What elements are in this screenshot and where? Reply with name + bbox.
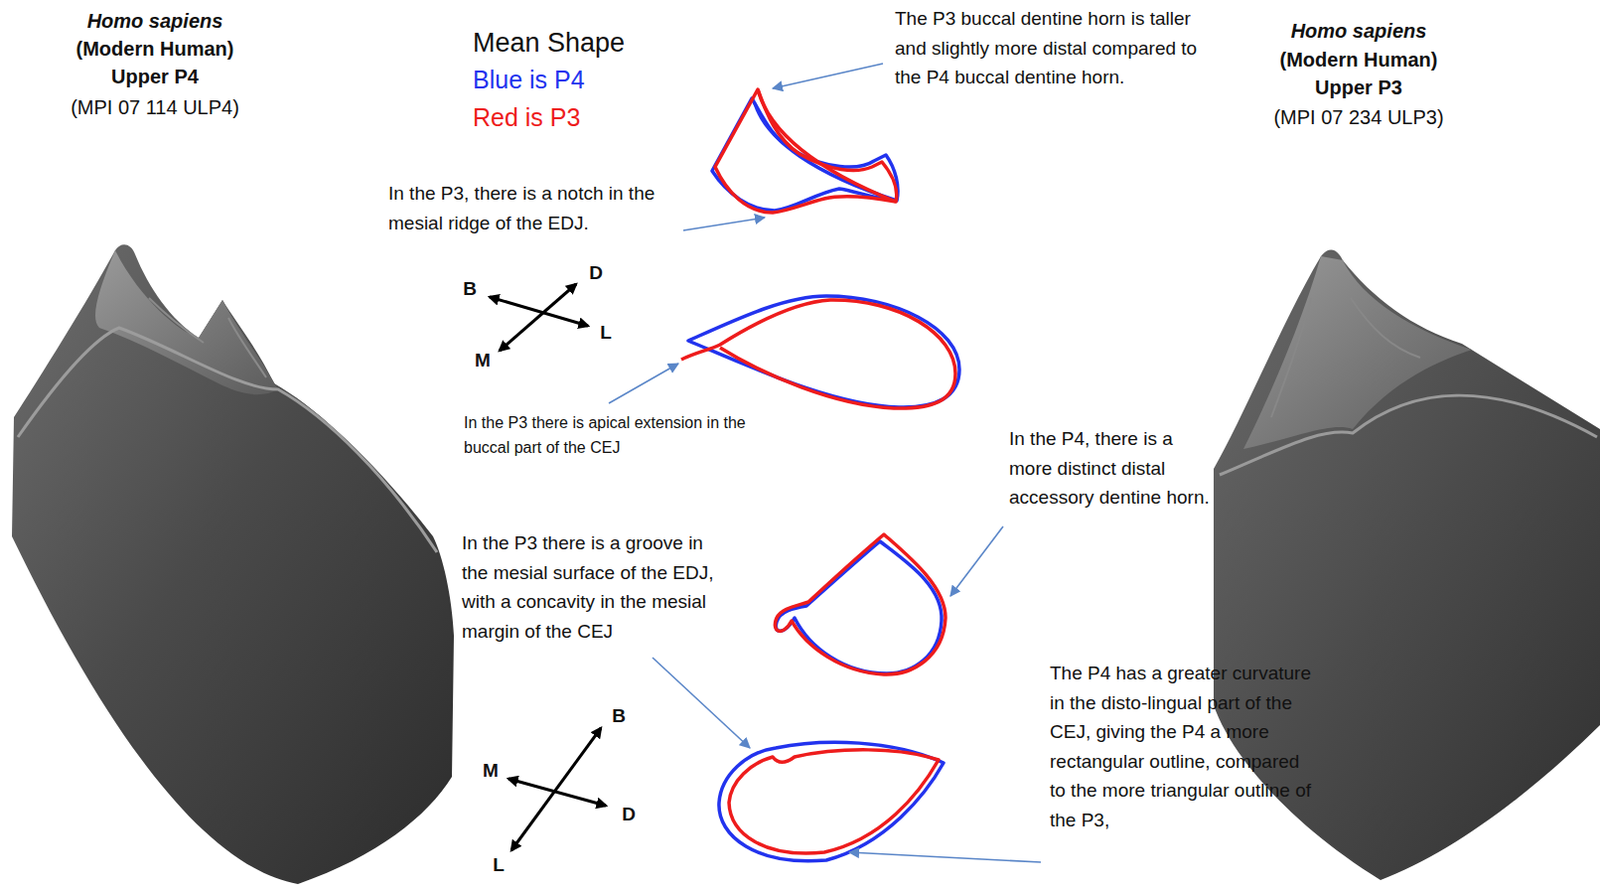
occlusal-surface: [95, 250, 279, 395]
leader-line: [849, 852, 1041, 863]
occlusal-surface: [1243, 256, 1472, 449]
annotation-note: In the P3 there is a groove in the mesia…: [461, 528, 728, 646]
species-common-name: (Modern Human): [1199, 46, 1518, 73]
ridge: [148, 297, 267, 378]
annotation-note: The P3 buccal dentine horn is taller and…: [894, 3, 1211, 93]
leader-line: [950, 526, 1004, 596]
tooth-render: [11, 244, 454, 884]
annotation-note: The P4 has a greater curvature in the di…: [1049, 658, 1316, 835]
enamel-edge: [17, 327, 437, 553]
legend-label: Red is P3: [472, 103, 581, 132]
p3-outline: [681, 299, 956, 409]
p3-outline: [728, 749, 939, 854]
leader-line: [652, 657, 750, 748]
axis-arrow: [511, 727, 601, 851]
species-common-name: (Modern Human): [0, 35, 314, 62]
axis-letter: M: [482, 760, 499, 780]
tooth-type: Upper P4: [0, 63, 314, 90]
p3-outline: [757, 89, 896, 202]
p3-outline: [715, 89, 897, 213]
axis-arrow: [508, 778, 606, 806]
legend-entry: Red is P3: [472, 101, 581, 134]
axis-letter: L: [492, 855, 505, 874]
species-name: Homo sapiens: [1199, 17, 1518, 44]
specimen-id: (MPI 07 114 ULP4): [0, 94, 314, 121]
mean-shapes: [681, 89, 960, 862]
annotation-note: In the P3 there is apical extension in t…: [463, 410, 762, 460]
annotation-note: In the P3, there is a notch in the mesia…: [388, 178, 679, 238]
p4-outline: [775, 541, 942, 674]
enamel-edge: [1219, 395, 1598, 475]
tooth-type: Upper P3: [1199, 74, 1518, 101]
species-name: Homo sapiens: [0, 7, 314, 34]
axis-letter: B: [462, 279, 477, 298]
legend-entry: Blue is P4: [472, 63, 585, 96]
legend-label: Blue is P4: [472, 65, 585, 94]
axis-arrow: [499, 284, 577, 351]
leader-line: [608, 363, 679, 404]
legend-heading: Mean Shape: [472, 25, 712, 60]
leader-line: [772, 63, 883, 89]
p4-outline: [719, 741, 944, 861]
p3-outline: [774, 534, 946, 675]
leader-lines: [608, 63, 1041, 863]
p4-outline: [754, 103, 897, 201]
axis-letter: B: [611, 706, 626, 726]
ridge: [1271, 297, 1421, 418]
tooth-body: [11, 244, 454, 884]
axis-letter: M: [474, 350, 491, 370]
specimen-id: (MPI 07 234 ULP3): [1199, 104, 1518, 131]
annotation-note: In the P4, there is a more distinct dist…: [1009, 424, 1216, 513]
axis-letter: D: [621, 804, 636, 824]
axis-arrow: [489, 296, 588, 326]
axis-letter: L: [599, 322, 612, 342]
leader-line: [683, 217, 765, 231]
axis-letter: D: [588, 263, 603, 283]
